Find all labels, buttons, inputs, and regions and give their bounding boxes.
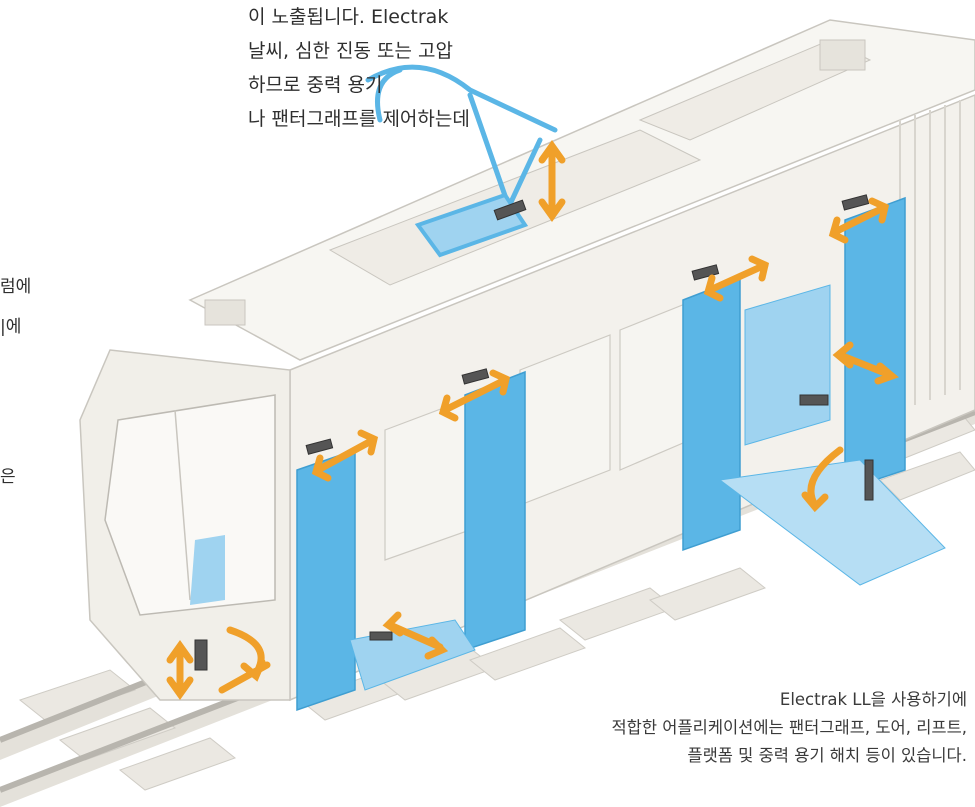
bidirectional-arrow-icon	[166, 139, 899, 701]
tram-body	[79, 19, 975, 702]
intro-text: 이 노출됩니다. Electrak 날씨, 심한 진동 또는 고압 하므로 중력…	[248, 0, 588, 136]
intro-line: 날씨, 심한 진동 또는 고압	[248, 40, 453, 62]
rear-door-right	[844, 196, 906, 492]
side-text-fragment: 은	[0, 467, 16, 487]
intro-line: 이 노출됩니다. Electrak	[248, 6, 449, 28]
figure-caption: Electrak LL을 사용하기에 적합한 어플리케이션에는 팬터그래프, 도…	[612, 686, 968, 770]
middle-door	[464, 370, 526, 652]
caption-line: 플랫폼 및 중력 용기 해치 등이 있습니다.	[687, 746, 967, 765]
actuator-icon	[194, 194, 874, 671]
caption-line: 적합한 어플리케이션에는 팬터그래프, 도어, 리프트,	[611, 718, 968, 737]
side-text-fragment: |에	[0, 317, 22, 337]
rear-door-left	[682, 276, 741, 552]
front-door-left	[296, 448, 356, 712]
caption-line: Electrak LL을 사용하기에	[779, 690, 967, 709]
intro-line: 하므로 중력 용기	[248, 74, 383, 96]
side-text-fragment: 럼에	[0, 277, 32, 297]
intro-line: 나 팬터그래프를 제어하는데	[248, 108, 470, 130]
